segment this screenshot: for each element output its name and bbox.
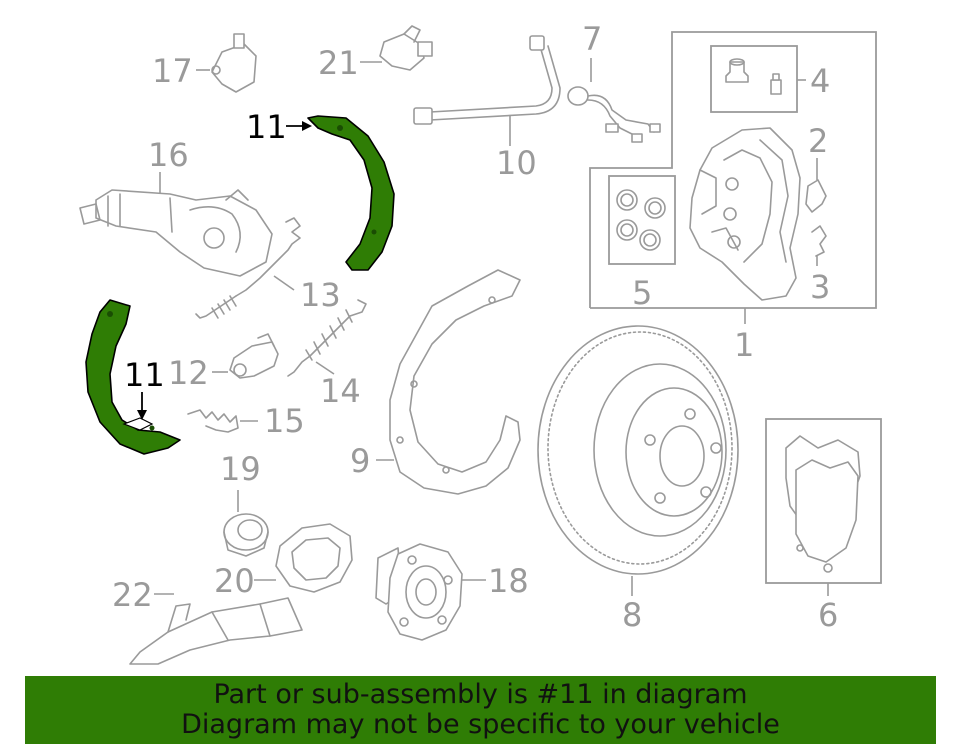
sensor-21: [360, 25, 433, 71]
callout-labels: 1 2 3 4 5 6 7 8 9 10 11 11 12 13 14 15 1…: [112, 20, 838, 634]
notice-banner: Part or sub-assembly is #11 in diagram D…: [25, 676, 936, 744]
brake-hose: [413, 35, 561, 146]
wheel-hub: [375, 543, 486, 641]
wheel-bearing: [223, 490, 269, 557]
parking-brake-shoe-lower: [85, 299, 181, 455]
caliper-assembly-group: [589, 31, 877, 324]
callout-2: 2: [808, 122, 828, 160]
air-duct: [129, 593, 303, 665]
spring-13: [195, 217, 301, 319]
callout-1: 1: [734, 326, 754, 364]
callout-12: 12: [168, 354, 209, 392]
caliper-assembly-frame: [589, 31, 877, 309]
callout-17: 17: [152, 52, 193, 90]
callout-5: 5: [632, 274, 652, 312]
callout-11-lower: 11: [124, 356, 165, 394]
caliper-clip-2: [805, 179, 827, 213]
callout-16: 16: [148, 136, 189, 174]
spring-14: [287, 299, 367, 377]
callout-14: 14: [320, 372, 361, 410]
banner-line-2: Diagram may not be specific to your vehi…: [181, 709, 780, 740]
callout-9: 9: [350, 442, 370, 480]
parking-brake-shoe-upper: [286, 115, 395, 271]
brake-adjuster: [212, 333, 279, 379]
brake-rotor: [537, 325, 739, 596]
callout-20: 20: [214, 562, 255, 600]
bleeder-cap-box: [710, 45, 798, 113]
brake-caliper: [689, 127, 801, 301]
callout-11-upper: 11: [246, 108, 287, 146]
parking-brake-actuator: [79, 172, 273, 277]
seal-kit-box: [608, 175, 676, 265]
callout-10: 10: [496, 144, 537, 182]
brake-pads-group: [765, 418, 882, 596]
callout-3: 3: [810, 268, 830, 306]
sensor-17: [196, 33, 257, 93]
callout-19: 19: [220, 450, 261, 488]
banner-line-1: Part or sub-assembly is #11 in diagram: [213, 679, 748, 710]
callout-13: 13: [300, 276, 341, 314]
piston-seal-rings: [616, 189, 666, 251]
callout-22: 22: [112, 576, 153, 614]
caliper-clip-3: [811, 225, 827, 257]
backing-plate: [376, 269, 521, 495]
callout-6: 6: [818, 596, 838, 634]
gasket: [254, 523, 353, 593]
callout-18: 18: [488, 562, 529, 600]
brake-pads-box: [765, 418, 882, 584]
callout-15: 15: [264, 402, 305, 440]
callout-7: 7: [582, 20, 602, 58]
callout-4: 4: [810, 62, 830, 100]
spring-15: [187, 409, 258, 433]
callout-21: 21: [318, 44, 359, 82]
wear-sensor: [567, 58, 661, 143]
bleeder-caps: [725, 58, 782, 95]
callout-8: 8: [622, 596, 642, 634]
